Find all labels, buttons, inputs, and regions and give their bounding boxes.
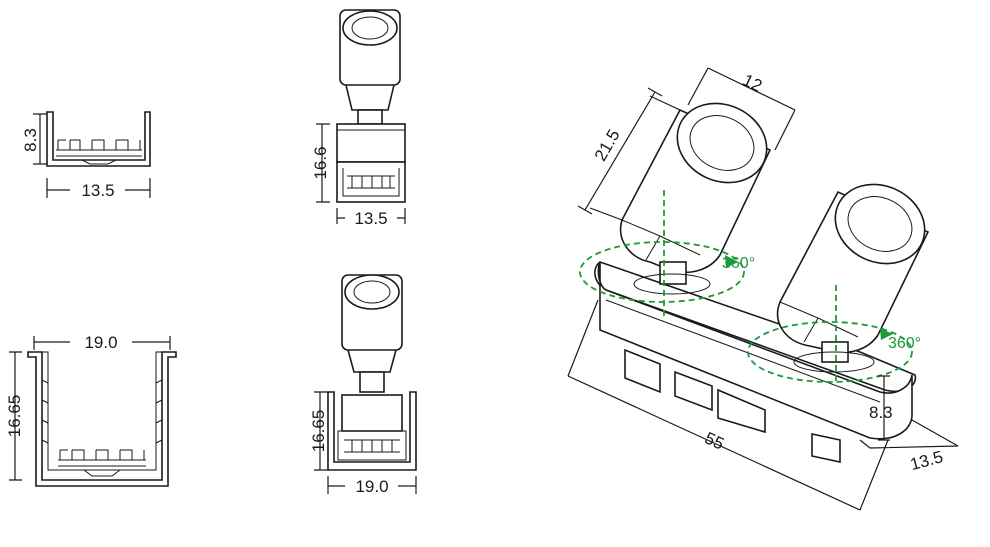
small-track-front-view	[316, 9, 406, 224]
large-track-profile	[9, 336, 177, 487]
dim-iso-spot-diameter: 12	[740, 70, 765, 95]
dim-iso-spot-height: 21.5	[591, 126, 624, 164]
dim-small-profile-width: 13.5	[81, 181, 114, 200]
large-track-front-view	[314, 274, 417, 494]
small-track-profile	[33, 111, 151, 198]
dim-small-front-height: 16.6	[311, 146, 330, 179]
dim-small-profile-height: 8.3	[21, 128, 40, 152]
dim-large-front-height: 16.65	[309, 410, 328, 453]
rotation-label-right: 360°	[888, 335, 921, 352]
dim-iso-track-height: 8.3	[869, 403, 893, 422]
isometric-view	[567, 67, 959, 511]
dim-large-front-width: 19.0	[355, 477, 388, 496]
dim-small-front-width: 13.5	[354, 209, 387, 228]
dim-iso-length: 55	[702, 428, 727, 453]
dim-large-profile-width: 19.0	[84, 333, 117, 352]
dim-large-profile-height: 16.65	[5, 395, 24, 438]
dim-iso-track-width: 13.5	[908, 447, 945, 474]
rotation-label-left: 360°	[722, 255, 755, 272]
